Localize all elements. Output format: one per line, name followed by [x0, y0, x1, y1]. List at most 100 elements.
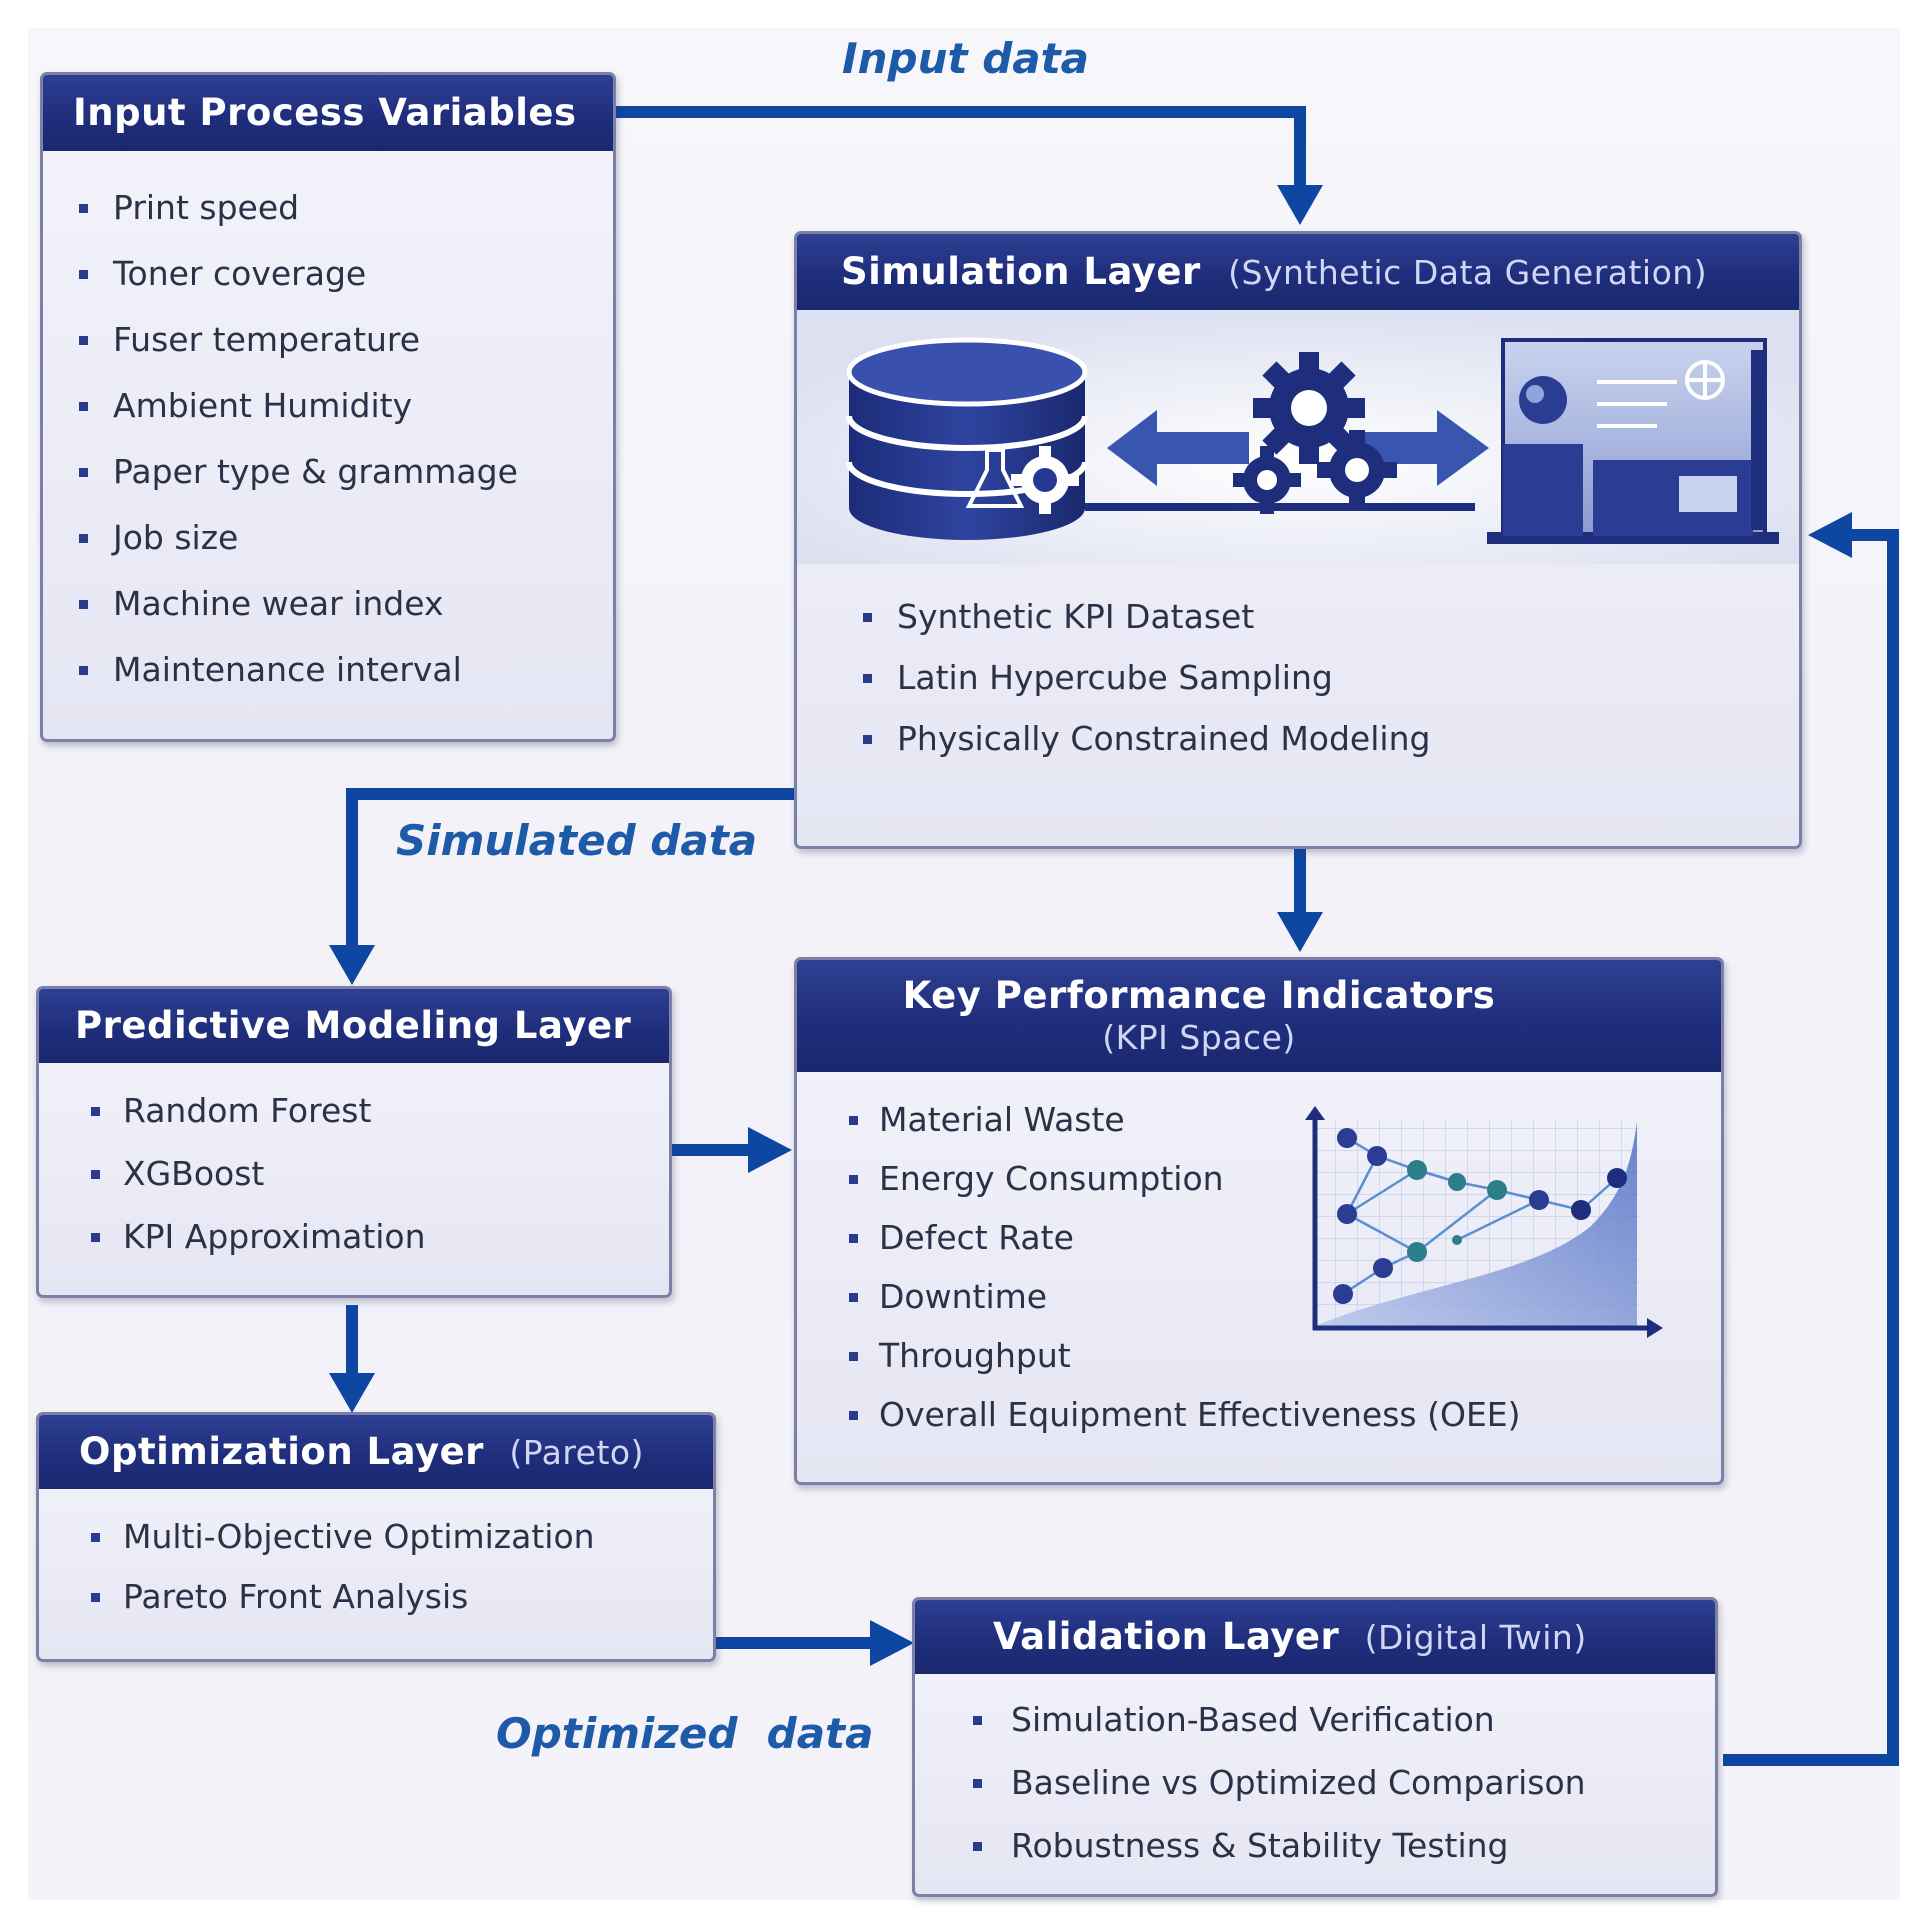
list-item-label: Paper type & grammage [113, 452, 518, 491]
list-item: Multi-Objective Optimization [91, 1507, 595, 1567]
kpi-header: Key Performance Indicators (KPI Space) [797, 960, 1721, 1072]
list-item: Defect Rate [849, 1208, 1521, 1267]
bullet-icon [973, 1841, 982, 1851]
list-item-label: Synthetic KPI Dataset [897, 597, 1255, 636]
list-item-label: Downtime [879, 1277, 1048, 1316]
data-points [1333, 1128, 1627, 1304]
list-item-label: Job size [113, 518, 239, 557]
predictive-to-optimization-arrowhead-icon [329, 1373, 375, 1413]
data-point [1607, 1168, 1627, 1188]
bullet-icon [849, 1410, 858, 1420]
list-item: Physically Constrained Modeling [863, 708, 1430, 769]
list-item-label: Energy Consumption [879, 1159, 1224, 1198]
bullet-icon [79, 270, 88, 279]
list-item: Job size [79, 505, 518, 571]
bullet-icon [863, 734, 872, 744]
list-item-label: Fuser temperature [113, 320, 421, 359]
validation-layer-title: Validation Layer [993, 1615, 1340, 1658]
bullet-icon [91, 1232, 100, 1242]
simulation-layer-title: Simulation Layer [841, 250, 1201, 293]
optimization-layer-box: Optimization Layer (Pareto) Multi-Object… [36, 1412, 716, 1662]
list-item-label: Material Waste [879, 1100, 1125, 1139]
list-item: Random Forest [91, 1079, 426, 1142]
y-axis-arrowhead-icon [1305, 1106, 1325, 1120]
dashboard-screen-icon [1487, 338, 1779, 544]
list-item-label: Print speed [113, 188, 300, 227]
list-item-label: Multi-Objective Optimization [123, 1517, 595, 1556]
input-data-arrow-line [613, 106, 1306, 190]
pareto-area [1315, 1122, 1637, 1326]
input-process-variables-title: Input Process Variables [73, 91, 577, 134]
data-point [1487, 1180, 1507, 1200]
list-item: KPI Approximation [91, 1205, 426, 1268]
list-item: Fuser temperature [79, 307, 518, 373]
data-point [1571, 1200, 1591, 1220]
bullet-icon [849, 1233, 858, 1243]
list-item-label: Maintenance interval [113, 650, 462, 689]
list-item: Energy Consumption [849, 1149, 1521, 1208]
predictive-modeling-layer-box: Predictive Modeling Layer Random Forest … [36, 986, 672, 1298]
list-item: Machine wear index [79, 571, 518, 637]
bullet-icon [79, 204, 88, 213]
optimized-data-label: Optimized data [496, 1709, 874, 1758]
input-process-variables-header: Input Process Variables [43, 75, 613, 151]
predictive-modeling-layer-header: Predictive Modeling Layer [39, 989, 669, 1063]
list-item-label: Defect Rate [879, 1218, 1074, 1257]
optimization-layer-title: Optimization Layer [79, 1430, 484, 1473]
list-item: Pareto Front Analysis [91, 1567, 595, 1627]
predictive-items-list: Random Forest XGBoost KPI Approximation [91, 1079, 426, 1268]
list-item: Maintenance interval [79, 637, 518, 703]
list-item: Paper type & grammage [79, 439, 518, 505]
globe-icon [1519, 376, 1567, 424]
simulation-layer-subtitle: (Synthetic Data Generation) [1228, 253, 1708, 292]
feedback-loop-arrow-line [1723, 529, 1899, 1766]
data-point [1407, 1242, 1427, 1262]
list-item-label: Throughput [879, 1336, 1071, 1375]
kpi-subtitle: (KPI Space) [1102, 1018, 1296, 1057]
list-item: Downtime [849, 1267, 1521, 1326]
input-variables-list: Print speed Toner coverage Fuser tempera… [79, 175, 518, 703]
input-data-label: Input data [842, 34, 1090, 83]
list-item: Simulation-Based Verification [973, 1688, 1586, 1751]
kpi-box: Key Performance Indicators (KPI Space) M… [794, 957, 1724, 1485]
bullet-icon [91, 1106, 100, 1116]
bullet-icon [79, 534, 88, 543]
list-item: Throughput [849, 1326, 1521, 1385]
list-item-label: Robustness & Stability Testing [1011, 1826, 1509, 1865]
feedback-loop-arrowhead-icon [1808, 512, 1852, 558]
bullet-icon [849, 1351, 858, 1361]
input-process-variables-box: Input Process Variables Print speed Tone… [40, 72, 616, 742]
simulated-data-arrowhead-icon [329, 945, 375, 985]
kpi-scatter-chart-icon [1305, 1106, 1663, 1338]
optimization-layer-subtitle: (Pareto) [509, 1433, 644, 1472]
bullet-icon [79, 468, 88, 477]
list-item-label: KPI Approximation [123, 1217, 426, 1256]
list-item-label: Simulation-Based Verification [1011, 1700, 1495, 1739]
data-point [1407, 1160, 1427, 1180]
database-icon [846, 337, 1088, 540]
validation-layer-header: Validation Layer (Digital Twin) [915, 1600, 1715, 1674]
gear-icon [1011, 446, 1079, 514]
data-point [1337, 1204, 1357, 1224]
list-item: Ambient Humidity [79, 373, 518, 439]
bullet-icon [863, 612, 872, 622]
list-item: Material Waste [849, 1090, 1521, 1149]
list-item: Toner coverage [79, 241, 518, 307]
list-item: Overall Equipment Effectiveness (OEE) [849, 1385, 1521, 1444]
data-point [1367, 1146, 1387, 1166]
target-icon [1685, 360, 1725, 400]
simulation-items-list: Synthetic KPI Dataset Latin Hypercube Sa… [863, 586, 1430, 769]
x-axis-arrowhead-icon [1647, 1318, 1663, 1338]
simulation-illustration [797, 310, 1799, 564]
left-arrow-icon [1107, 410, 1249, 486]
validation-layer-subtitle: (Digital Twin) [1364, 1618, 1587, 1657]
optimization-layer-header: Optimization Layer (Pareto) [39, 1415, 713, 1489]
chart-axes [1312, 1116, 1651, 1331]
list-item-label: Ambient Humidity [113, 386, 413, 425]
list-item: Synthetic KPI Dataset [863, 586, 1430, 647]
optimization-items-list: Multi-Objective Optimization Pareto Fron… [91, 1507, 595, 1627]
list-item: Robustness & Stability Testing [973, 1814, 1586, 1877]
bullet-icon [79, 600, 88, 609]
right-arrow-icon [1357, 410, 1489, 486]
simulation-layer-box: Simulation Layer (Synthetic Data Generat… [794, 231, 1802, 849]
